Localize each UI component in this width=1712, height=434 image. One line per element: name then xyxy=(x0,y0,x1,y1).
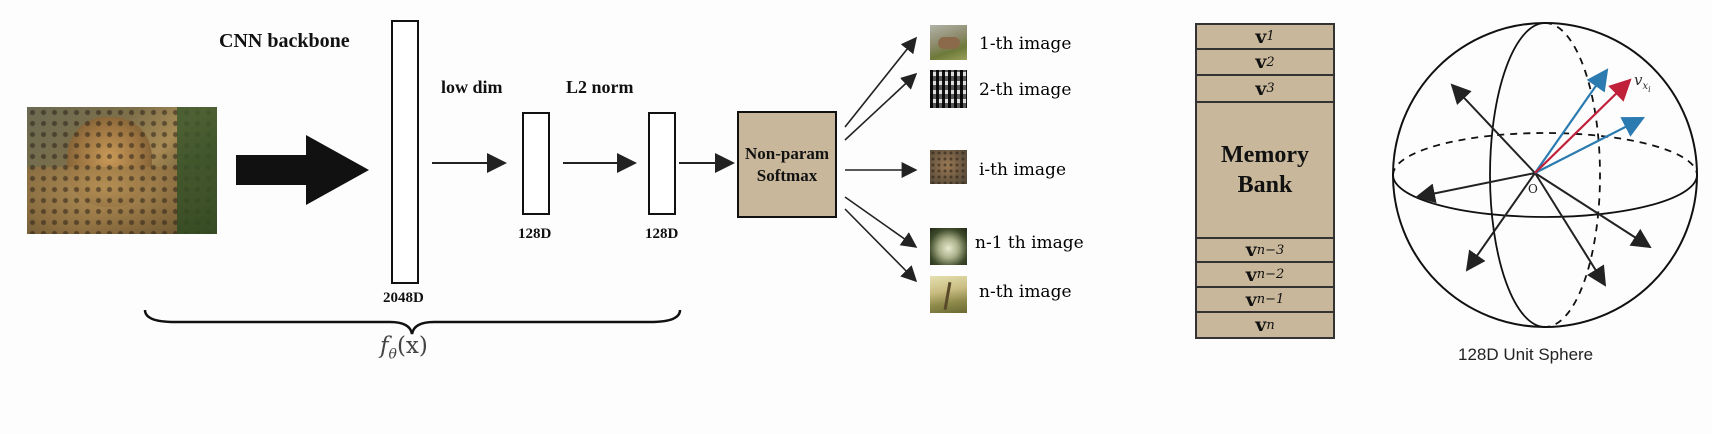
sphere-vector-down xyxy=(1534,172,1607,287)
softmax-label-line1: Non-param xyxy=(744,143,830,163)
sphere-vector-blue-1 xyxy=(1534,68,1609,174)
sphere-vector-red xyxy=(1534,78,1632,174)
thumb-image-2 xyxy=(930,70,967,108)
arrow-softmax-to-imgn xyxy=(844,208,918,283)
dim-128d-label-a: 128D xyxy=(518,226,552,242)
sphere-origin-label: O xyxy=(1528,182,1538,196)
sphere-vector-blue-2 xyxy=(1534,117,1645,174)
sphere-meridian-front xyxy=(1489,22,1546,328)
sphere-vector-downleft xyxy=(1465,172,1536,272)
image-label-n: n-th image xyxy=(979,282,1072,302)
l2-norm-label: L2 norm xyxy=(566,77,634,97)
sphere-equator-front xyxy=(1392,174,1698,218)
unit-sphere: O vxi xyxy=(1392,22,1698,328)
sphere-vector-upleft xyxy=(1450,83,1536,174)
image-label-n1: n-1 th image xyxy=(975,233,1084,253)
sphere-vector-left xyxy=(1415,172,1536,204)
thumb-image-1 xyxy=(930,25,967,60)
feature-128d-box-b xyxy=(648,112,676,215)
dim-128d-label-b: 128D xyxy=(645,226,679,242)
low-dim-label: low dim xyxy=(441,77,503,97)
leopard-input-image xyxy=(27,107,217,234)
image-label-1: 1-th image xyxy=(979,34,1072,54)
image-label-2: 2-th image xyxy=(979,80,1072,100)
sphere-vector-downright xyxy=(1534,172,1652,249)
arrow-softmax-to-imgn1 xyxy=(844,196,918,248)
sphere-caption: 128D Unit Sphere xyxy=(1458,345,1594,364)
dim-2048d-label: 2048D xyxy=(383,290,424,306)
image-label-i: i-th image xyxy=(979,160,1067,180)
thumb-image-i xyxy=(930,150,967,184)
big-input-arrow xyxy=(236,135,369,205)
f-theta-label: fθ(x) xyxy=(380,333,428,363)
cnn-backbone-label: CNN backbone xyxy=(219,30,350,52)
sphere-equator-back xyxy=(1392,132,1698,176)
f-theta-brace xyxy=(143,309,682,335)
thumb-image-n xyxy=(930,276,967,313)
sphere-vector-label: vxi xyxy=(1634,71,1651,94)
non-param-softmax-box: Non-param Softmax xyxy=(737,111,837,218)
thumb-image-n1 xyxy=(930,228,967,265)
feature-128d-box-a xyxy=(522,112,550,215)
softmax-label-line2: Softmax xyxy=(756,165,818,185)
feature-2048d-box xyxy=(391,20,419,284)
arrow-softmax-to-img1 xyxy=(844,36,917,128)
sphere-meridian-back xyxy=(1544,22,1601,328)
arrow-softmax-to-img2 xyxy=(844,72,918,141)
sphere-outline xyxy=(1392,22,1698,328)
